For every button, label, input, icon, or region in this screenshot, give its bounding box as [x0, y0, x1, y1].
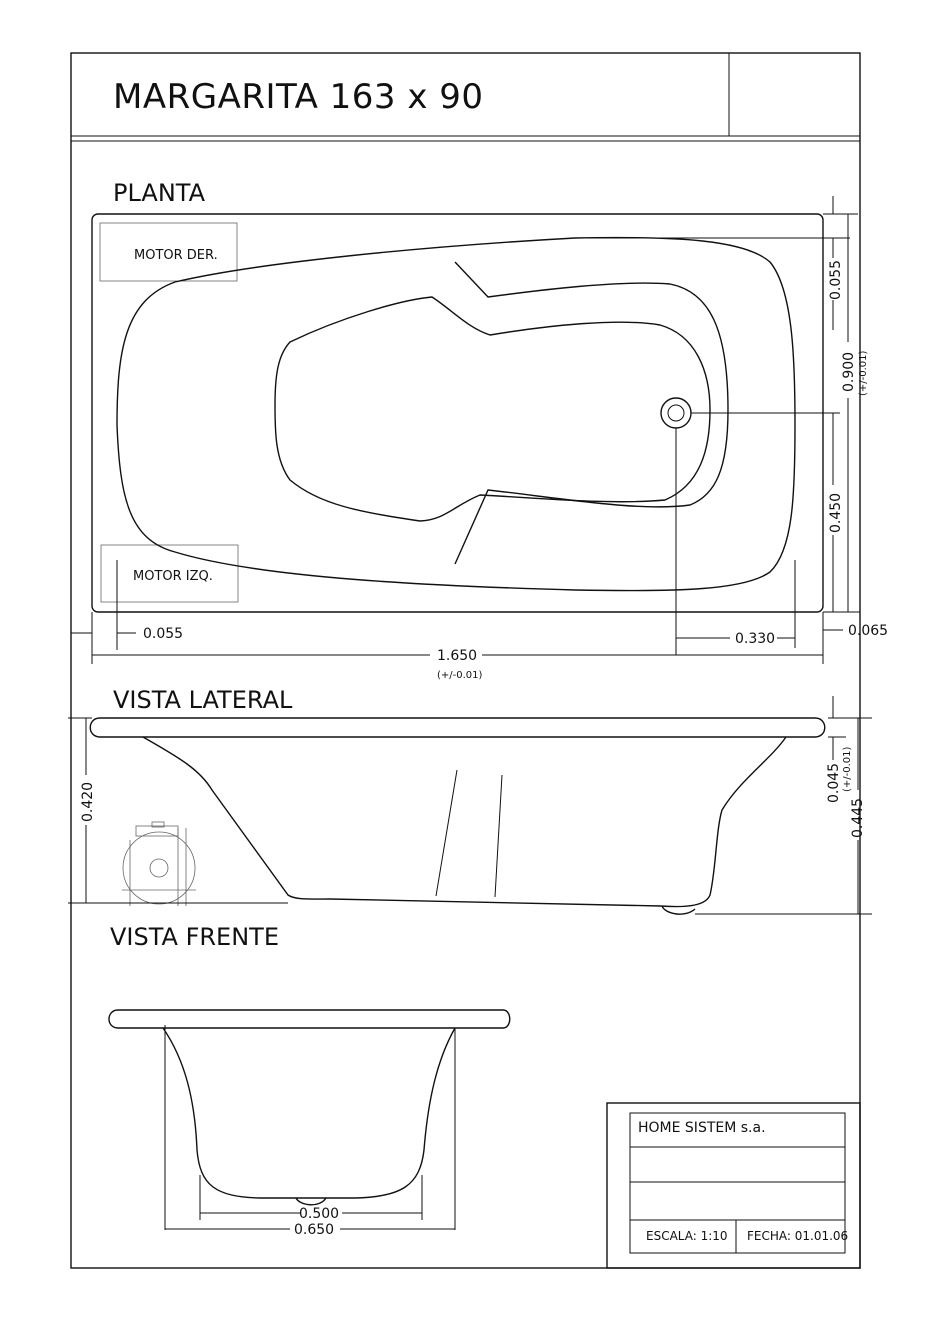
title-block: [606, 1102, 861, 1269]
basin-footwell-contour: [274, 296, 711, 522]
motor-left-label: MOTOR IZQ.: [133, 569, 213, 584]
dim-rim-thickness-tol: (+/-0.01): [842, 746, 853, 792]
dim-rim-right: 0.065: [848, 623, 888, 639]
dim-front-width: 0.650: [294, 1222, 334, 1238]
dim-bottom-width: 0.500: [299, 1206, 339, 1222]
dim-plan-length: 1.650: [437, 648, 477, 664]
side-body: [142, 736, 787, 908]
dim-drain-offset: 0.330: [735, 631, 775, 647]
motor-icon: [122, 831, 196, 905]
dim-height: 0.420: [80, 782, 96, 822]
basin-inner-contour: [454, 261, 729, 565]
front-body: [162, 1027, 456, 1199]
sheet-frame: [70, 52, 861, 1269]
dim-plan-length-tol: (+/-0.01): [437, 670, 483, 681]
motor-right-box: [99, 222, 238, 282]
dim-drain-center: 0.450: [828, 493, 844, 533]
section-label-front: VISTA FRENTE: [110, 923, 279, 951]
company-name: HOME SISTEM s.a.: [638, 1120, 766, 1136]
front-view: [108, 1009, 511, 1230]
motor-left-box: [100, 544, 239, 603]
dim-plan-width: 0.900: [841, 352, 857, 392]
side-view: [89, 717, 826, 915]
dim-rim-thickness: 0.045: [826, 763, 842, 803]
plan-dimension-lines: [71, 196, 860, 664]
section-label-side: VISTA LATERAL: [113, 686, 293, 714]
drawing-title: MARGARITA 163 x 90: [113, 77, 484, 117]
basin-outer-contour: [116, 236, 796, 592]
front-dimension-lines: [165, 1212, 455, 1230]
dim-plan-width-tol: (+/-0.01): [858, 350, 869, 396]
motor-right-label: MOTOR DER.: [134, 248, 218, 263]
dim-plan-inset: 0.055: [143, 626, 183, 642]
side-dimension-lines: [68, 696, 872, 915]
dim-top-margin: 0.055: [828, 260, 844, 300]
section-label-plan: PLANTA: [113, 179, 206, 207]
date-label: FECHA: 01.01.06: [747, 1229, 848, 1243]
drain: [660, 397, 692, 429]
scale-label: ESCALA: 1:10: [646, 1229, 728, 1243]
dim-total-height: 0.445: [850, 798, 866, 838]
